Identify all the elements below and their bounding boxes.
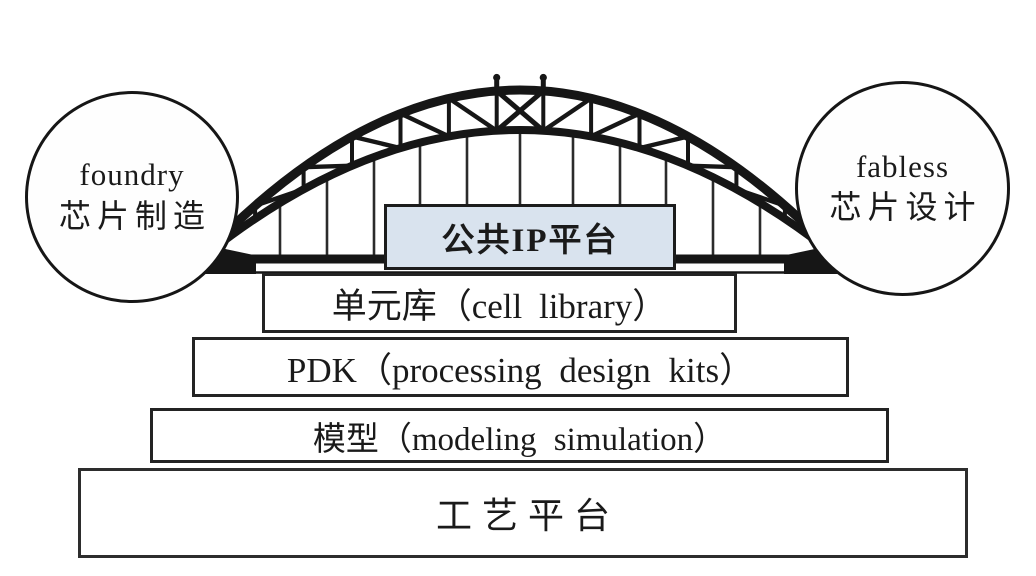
layer-public-ip-platform-label: 公共IP平台 xyxy=(441,223,619,259)
layer-pdk: PDK（processing design kits） xyxy=(192,337,849,397)
node-foundry-en-label: foundry xyxy=(79,157,185,193)
layer-pdk-label: PDK（processing design kits） xyxy=(286,350,755,390)
layer-cell-library-label: 单元库（cell library） xyxy=(331,286,668,326)
layer-model: 模型（modeling simulation） xyxy=(150,408,889,463)
node-fabless: fabless 芯片设计 xyxy=(795,81,1010,296)
layer-model-label: 模型（modeling simulation） xyxy=(312,421,727,458)
node-fabless-en-label: fabless xyxy=(855,148,950,184)
node-foundry: foundry 芯片制造 xyxy=(25,91,239,303)
layer-process-platform: 工艺平台 xyxy=(78,468,968,558)
layer-public-ip-platform: 公共IP平台 xyxy=(384,204,676,270)
node-fabless-zh-label: 芯片设计 xyxy=(829,189,982,226)
layer-cell-library: 单元库（cell library） xyxy=(262,273,737,333)
node-foundry-zh-label: 芯片制造 xyxy=(58,197,211,234)
layer-process-platform-label: 工艺平台 xyxy=(435,496,620,536)
